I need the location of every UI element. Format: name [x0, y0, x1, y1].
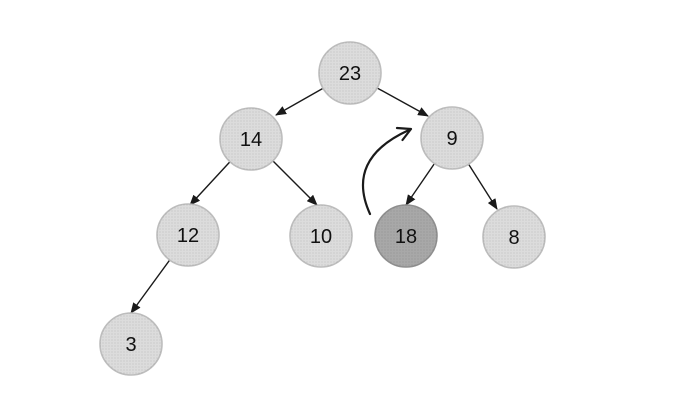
node-value: 9 — [446, 128, 457, 150]
node-value: 3 — [125, 334, 136, 356]
node-texture — [483, 206, 545, 268]
node-value: 8 — [508, 227, 519, 249]
tree-node-14: 14 — [219, 107, 283, 171]
node-value: 14 — [240, 129, 262, 151]
node-value: 10 — [310, 226, 332, 248]
node-texture — [319, 42, 381, 104]
node-value: 12 — [177, 225, 199, 247]
node-value: 23 — [339, 63, 361, 85]
node-texture — [421, 107, 483, 169]
tree-node-9: 9 — [420, 106, 484, 170]
curved-arrow-open-head — [395, 126, 413, 142]
node-texture — [100, 313, 162, 375]
tree-nodes: 23 14 9 12 10 18 — [99, 41, 546, 376]
tree-node-3: 3 — [99, 312, 163, 376]
curved-arrow-shaft — [361, 128, 411, 216]
tree-node-18-highlighted: 18 — [374, 204, 438, 268]
tree-node-8: 8 — [482, 205, 546, 269]
tree-node-23: 23 — [318, 41, 382, 105]
tree-node-12: 12 — [156, 203, 220, 267]
node-texture — [290, 205, 352, 267]
tree-node-10: 10 — [289, 204, 353, 268]
node-value: 18 — [395, 226, 417, 248]
node-texture — [157, 204, 219, 266]
node-texture — [375, 205, 437, 267]
node-texture — [220, 108, 282, 170]
curved-arrow-18-to-9 — [361, 126, 413, 216]
